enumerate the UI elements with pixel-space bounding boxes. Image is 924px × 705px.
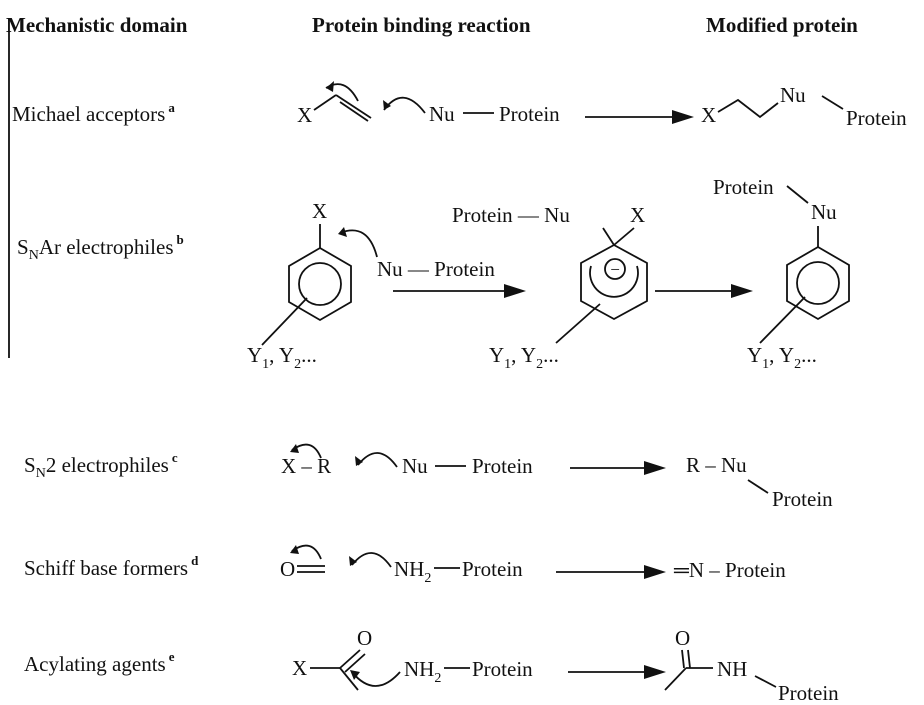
substituent-x: X	[297, 103, 312, 127]
electron-arrow	[351, 671, 401, 687]
negative-charge: −	[610, 260, 620, 279]
aromatic-circle	[796, 261, 840, 305]
protein-label: Protein	[846, 106, 907, 130]
substituent-bond	[261, 297, 308, 346]
protein-nucleophile: Protein — Nu	[452, 203, 570, 227]
reaction-arrowhead	[731, 284, 753, 298]
aromatic-circle	[298, 262, 342, 306]
bond	[613, 227, 635, 246]
header-modified-protein: Modified protein	[706, 13, 858, 37]
bond	[821, 95, 844, 110]
leaving-group-x: X	[630, 203, 645, 227]
benzene-ring	[786, 245, 850, 321]
electron-arrowhead	[355, 456, 363, 466]
substituents: Y1, Y2...	[247, 343, 317, 372]
bond-chain	[717, 98, 779, 119]
leaving-group-x: X	[312, 199, 327, 223]
protein-label: Protein	[472, 454, 533, 478]
electron-arrow	[357, 452, 398, 468]
double-bond-1	[339, 649, 361, 669]
amine-nh2: NH2	[404, 657, 441, 686]
nucleophile-nu: Nu	[402, 454, 428, 478]
reaction-arrowhead	[644, 565, 666, 579]
electron-arrowhead	[290, 545, 299, 554]
bond	[339, 667, 359, 691]
cyclohexadienyl-ring	[580, 243, 648, 321]
bond	[313, 94, 337, 111]
nucleophile-nu: Nu	[429, 102, 455, 126]
electron-arrow	[383, 96, 426, 114]
bond	[747, 479, 769, 494]
nucleophile-nu: Nu	[811, 200, 837, 224]
amine-nh2: NH2	[394, 557, 431, 586]
imine-product: ═N – Protein	[673, 558, 786, 582]
nucleophile-protein: Nu — Protein	[377, 257, 495, 281]
reaction-arrowhead	[644, 461, 666, 475]
double-bond-2	[687, 649, 691, 669]
reaction-arrowhead	[504, 284, 526, 298]
substituent-bond	[759, 296, 806, 344]
carbonyl-oxygen: O	[280, 557, 295, 581]
benzene-ring	[288, 246, 352, 322]
carbonyl-oxygen: O	[675, 626, 690, 650]
protein-label: Protein	[472, 657, 533, 681]
carbonyl-oxygen: O	[357, 626, 372, 650]
amide-nh: NH	[717, 657, 747, 681]
protein-label: Protein	[499, 102, 560, 126]
electron-arrowhead	[290, 444, 299, 453]
protein-label: Protein	[772, 487, 833, 511]
reaction-arrowhead	[672, 110, 694, 124]
electron-arrowhead	[338, 227, 347, 237]
substituents: Y1, Y2...	[489, 343, 559, 372]
electron-arrow	[351, 552, 392, 568]
negative-charge-circle	[604, 258, 626, 280]
protein-label: Protein	[462, 557, 523, 581]
bond	[754, 675, 777, 688]
substituent-x: X	[701, 103, 716, 127]
bond	[664, 667, 687, 691]
substituents: Y1, Y2...	[747, 343, 817, 372]
header-binding-reaction: Protein binding reaction	[312, 13, 531, 37]
double-bond-1	[335, 94, 372, 119]
protein-label: Protein	[713, 175, 774, 199]
reaction-arrowhead	[644, 665, 666, 679]
bond	[786, 185, 809, 204]
nucleophile-nu: Nu	[780, 83, 806, 107]
leaving-group-x: X	[292, 656, 307, 680]
delocalized-arc	[589, 265, 639, 298]
protein-label: Protein	[778, 681, 839, 705]
electron-arrowhead	[383, 100, 391, 110]
double-bond-2	[339, 101, 369, 122]
electron-arrowhead	[326, 81, 334, 92]
bond	[602, 227, 615, 246]
double-bond-2	[344, 653, 366, 673]
substituent-bond	[555, 303, 601, 344]
double-bond-1	[681, 649, 685, 669]
alkyl-halide: X – R	[281, 454, 331, 478]
substitution-product: R – Nu	[686, 453, 747, 477]
electron-arrowhead	[350, 670, 360, 680]
electron-arrowhead	[349, 556, 357, 566]
header-mechanistic-domain: Mechanistic domain	[6, 13, 188, 37]
